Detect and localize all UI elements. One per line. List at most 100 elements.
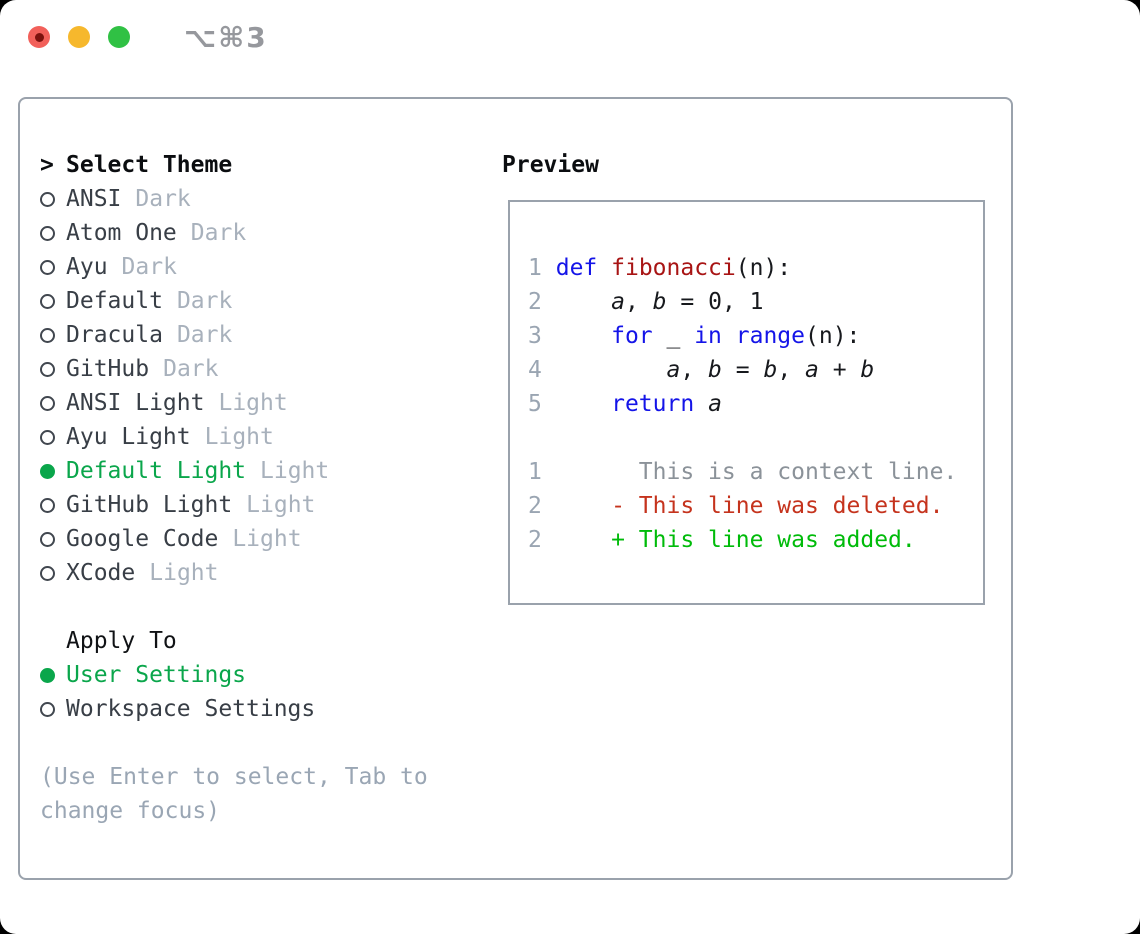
- minimize-button[interactable]: [68, 26, 90, 48]
- code-token-add: + This line was added.: [611, 527, 916, 553]
- code-token-kw: def: [555, 255, 598, 281]
- radio-icon: [40, 565, 55, 581]
- option-label: Google Code: [66, 526, 219, 552]
- code-token-pl: [542, 527, 611, 553]
- radio-selected-icon: [40, 667, 55, 683]
- option-label: Ayu Light: [66, 424, 191, 450]
- code-token-var: b: [708, 357, 722, 383]
- radio-icon: [40, 327, 55, 343]
- apply-to-header: Apply To: [40, 624, 480, 658]
- code-token-num: 5: [528, 391, 542, 417]
- code-token-pl: [694, 391, 708, 417]
- theme-option[interactable]: GitHub Light Light: [40, 488, 480, 522]
- option-variant-label: Dark: [163, 356, 219, 382]
- option-label: Default: [66, 288, 163, 314]
- code-token-pl: [542, 391, 611, 417]
- prompt-caret-icon: >: [40, 152, 54, 178]
- code-token-del: - This line was deleted.: [611, 493, 944, 519]
- code-preview: 1 def fibonacci(n): 2 a, b = 0, 1 3 for …: [510, 202, 983, 557]
- code-token-pl: [542, 493, 611, 519]
- theme-option[interactable]: Ayu Dark: [40, 250, 480, 284]
- code-token-pl: [542, 255, 556, 281]
- option-label: GitHub: [66, 356, 150, 382]
- option-variant-label: Light: [246, 492, 316, 518]
- close-button[interactable]: [28, 26, 50, 48]
- option-variant-label: Dark: [176, 288, 233, 314]
- option-variant-label: Dark: [176, 322, 233, 348]
- select-theme-header: > Select Theme: [40, 148, 480, 182]
- code-token-num: 3: [528, 323, 542, 349]
- radio-icon: [40, 293, 55, 309]
- code-token-ctx: This is a context line.: [638, 459, 958, 485]
- option-label: User Settings: [66, 662, 247, 688]
- code-token-pl: (n):: [735, 255, 792, 281]
- select-theme-title: Select Theme: [66, 152, 233, 178]
- code-token-pl: +: [818, 357, 861, 383]
- option-label: Ayu: [66, 254, 108, 280]
- theme-option[interactable]: Default Dark: [40, 284, 480, 318]
- code-token-pl: 1: [749, 289, 764, 315]
- apply-to-option[interactable]: Workspace Settings: [40, 692, 480, 726]
- maximize-button[interactable]: [108, 26, 130, 48]
- theme-option[interactable]: ANSI Light Light: [40, 386, 480, 420]
- code-token-pl: [542, 357, 667, 383]
- preview-column: Preview 1 def fibonacci(n): 2 a, b = 0, …: [480, 99, 1011, 878]
- option-variant-label: Dark: [121, 254, 177, 280]
- hint-text: (Use Enter to select, Tab to change focus…: [40, 760, 480, 828]
- option-label: ANSI: [66, 186, 122, 212]
- code-token-pl: ,: [777, 357, 806, 383]
- code-token-pl: [597, 255, 611, 281]
- code-token-kw: range: [735, 323, 806, 349]
- hint-line: (Use Enter to select, Tab to: [40, 764, 428, 790]
- title-bar: ⌥⌘3: [0, 0, 1140, 74]
- code-token-num: 2: [528, 527, 542, 553]
- theme-option[interactable]: Dracula Dark: [40, 318, 480, 352]
- code-token-kw: for: [611, 323, 653, 349]
- code-token-num: 1: [528, 459, 542, 485]
- option-label: Atom One: [66, 220, 177, 246]
- option-label: GitHub Light: [66, 492, 233, 518]
- code-token-pl: 0: [708, 289, 722, 315]
- code-token-pl: [542, 323, 611, 349]
- code-token-pl: ,: [624, 289, 653, 315]
- radio-icon: [40, 395, 55, 411]
- code-token-var: a: [666, 357, 681, 383]
- code-token-num: 1: [528, 255, 542, 281]
- theme-option[interactable]: XCode Light: [40, 556, 480, 590]
- apply-to-title: Apply To: [66, 628, 177, 654]
- code-token-num: 2: [528, 493, 542, 519]
- code-token-var: b: [763, 357, 778, 383]
- code-token-var: b: [860, 357, 875, 383]
- option-label: Workspace Settings: [66, 696, 316, 722]
- option-label: Default Light: [66, 458, 247, 484]
- option-label: Dracula: [66, 322, 163, 348]
- radio-icon: [40, 225, 55, 241]
- code-token-pl: =: [666, 289, 709, 315]
- hint-line: change focus): [40, 798, 221, 824]
- radio-icon: [40, 531, 55, 547]
- code-token-var: a: [805, 357, 819, 383]
- code-token-kw: in: [694, 323, 722, 349]
- option-label: XCode: [66, 560, 136, 586]
- option-variant-label: Light: [218, 390, 288, 416]
- preview-box: 1 def fibonacci(n): 2 a, b = 0, 1 3 for …: [508, 200, 985, 605]
- option-variant-label: Light: [149, 560, 219, 586]
- window-title: ⌥⌘3: [184, 20, 268, 54]
- code-token-var: a: [708, 391, 722, 417]
- radio-selected-icon: [40, 463, 55, 479]
- radio-icon: [40, 259, 55, 275]
- theme-option[interactable]: GitHub Dark: [40, 352, 480, 386]
- option-label: ANSI Light: [66, 390, 205, 416]
- radio-icon: [40, 429, 55, 445]
- apply-to-option[interactable]: User Settings: [40, 658, 480, 692]
